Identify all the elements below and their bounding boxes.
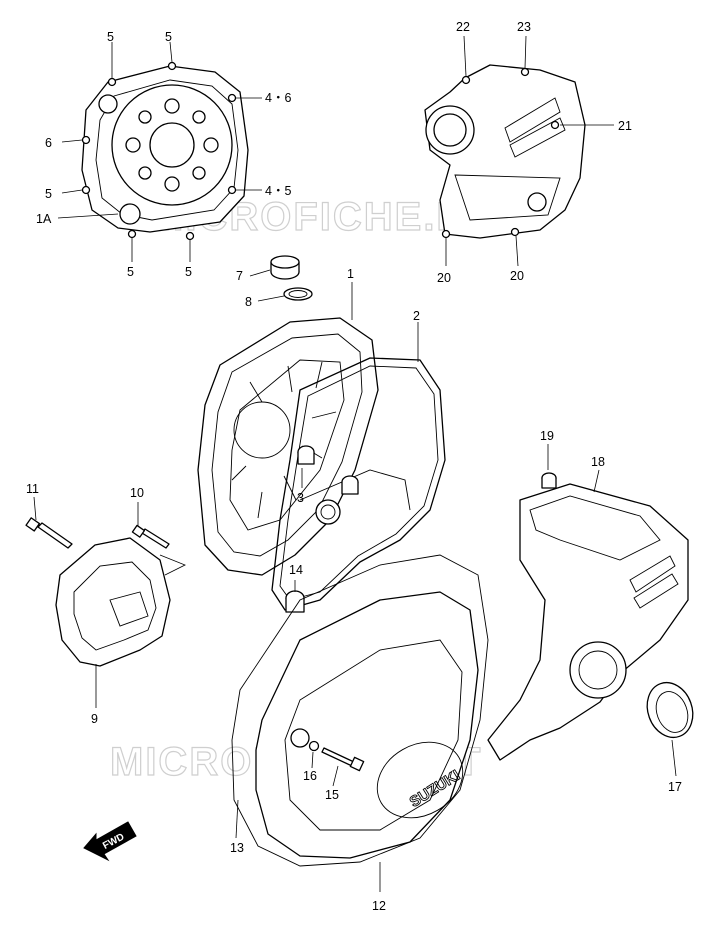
clutch-cover: [197, 317, 379, 576]
callout-8: 8: [245, 295, 252, 309]
callout-20: 20: [437, 271, 451, 285]
callout-labels: 5 5 4・6 6 5 4・5 1A 5 5 22 23 21 20 20 7 …: [26, 20, 682, 913]
callout-11: 11: [26, 482, 39, 496]
callout-10: 10: [130, 486, 144, 500]
generator-cover: SUZUKI: [231, 554, 489, 867]
callout-20: 20: [510, 269, 524, 283]
callout-7: 7: [236, 269, 243, 283]
bolts-left: [25, 517, 170, 549]
callout-18: 18: [591, 455, 605, 469]
callout-5: 5: [45, 187, 52, 201]
small-cover-top-left: [81, 61, 249, 241]
leader-lines: [33, 35, 677, 892]
callout-12: 12: [372, 899, 386, 913]
callout-5: 5: [127, 265, 134, 279]
callout-5: 5: [165, 30, 172, 44]
sprocket-guard: [55, 537, 186, 667]
callout-19: 19: [540, 429, 554, 443]
sprocket-cover-right: [487, 472, 694, 761]
callout-2: 2: [413, 309, 420, 323]
callout-21: 21: [618, 119, 632, 133]
callout-3: 3: [297, 491, 304, 505]
callout-1: 1: [347, 267, 354, 281]
callout-1a: 1A: [36, 212, 52, 226]
callout-6: 6: [45, 136, 52, 150]
callout-9: 9: [91, 712, 98, 726]
callout-17: 17: [668, 780, 682, 794]
callout-13: 13: [230, 841, 244, 855]
gasket: [271, 357, 446, 611]
sprocket-cover: [424, 64, 586, 239]
forward-direction-arrow: FWD: [83, 821, 137, 862]
callout-4-6: 4・6: [265, 91, 291, 105]
callout-4-5: 4・5: [265, 184, 291, 198]
callout-5: 5: [185, 265, 192, 279]
callout-15: 15: [325, 788, 339, 802]
callout-16: 16: [303, 769, 317, 783]
callout-22: 22: [456, 20, 470, 34]
callout-23: 23: [517, 20, 531, 34]
callout-5: 5: [107, 30, 114, 44]
callout-14: 14: [289, 563, 303, 577]
filler-plug: [270, 255, 313, 301]
